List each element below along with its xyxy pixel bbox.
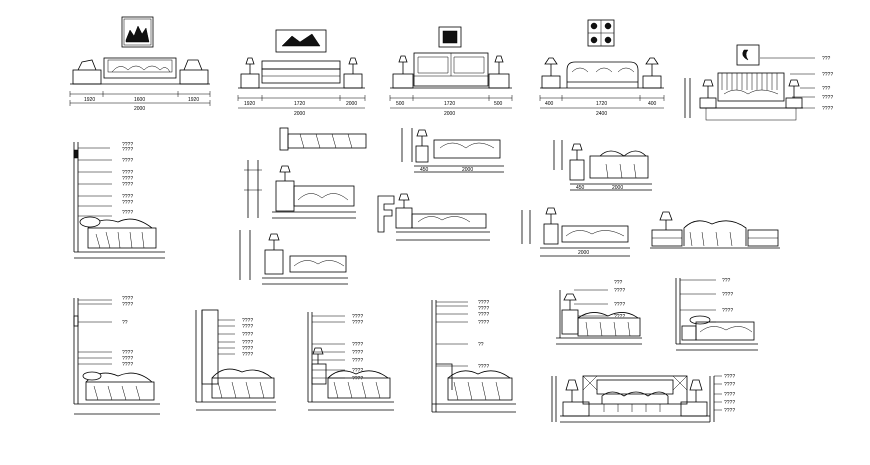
bed-front-elevation-2: 1920 1720 2000 2000: [237, 29, 366, 117]
callout-label: ????: [724, 374, 735, 380]
dim-text: 500: [494, 101, 503, 107]
callout-label: ????: [122, 147, 133, 153]
bed-side-section-a: ???? ???? ???? ???? ???? ???? ???? ???? …: [73, 142, 165, 259]
callout-label: ????: [242, 318, 253, 324]
dim-text: 2000: [444, 111, 455, 117]
bed-side-view-mid-5: 450 2000: [553, 140, 652, 191]
bed-side-view-mid-2: [239, 230, 348, 285]
bed-front-elevation-4: 400 1720 400 2400: [539, 19, 665, 117]
callout-label: ????: [122, 210, 133, 216]
callout-label: ????: [722, 292, 733, 298]
dim-text: 2000: [612, 185, 623, 191]
callout-label: ????: [352, 314, 363, 320]
callout-label: ????: [478, 364, 489, 370]
callout-label: ????: [614, 302, 625, 308]
dim-text: 500: [396, 101, 405, 107]
callout-label: ????: [352, 376, 363, 382]
dim-text: 450: [420, 167, 429, 173]
callout-label: ????: [242, 352, 253, 358]
callout-label: ????: [122, 356, 133, 362]
callout-label: ????: [352, 350, 363, 356]
callout-label: ????: [122, 142, 133, 148]
callout-label: ????: [242, 346, 253, 352]
callout-label: ???: [822, 86, 831, 92]
dim-text: 2400: [596, 111, 607, 117]
dim-text: 1920: [84, 97, 95, 103]
dim-text: 1720: [444, 101, 455, 107]
callout-label: ??: [478, 342, 484, 348]
dim-text: 2000: [134, 106, 145, 112]
callout-label: ????: [724, 392, 735, 398]
callout-label: ????: [822, 106, 833, 112]
bed-front-view-mid-7: [650, 211, 780, 249]
dim-text: 400: [545, 101, 554, 107]
callout-label: ????: [122, 350, 133, 356]
callout-label: ????: [122, 296, 133, 302]
callout-label: ????: [724, 400, 735, 406]
dim-text: 2000: [462, 167, 473, 173]
callout-label: ????: [122, 182, 133, 188]
callout-label: ????: [242, 324, 253, 330]
callout-label: ????: [122, 302, 133, 308]
callout-label: ????: [352, 320, 363, 326]
callout-label: ????: [614, 288, 625, 294]
bed-side-view-mid-4: [377, 193, 490, 241]
dim-text: 1720: [294, 101, 305, 107]
callout-label: ????: [478, 300, 489, 306]
bed-side-section-c: ???? ???? ???? ???? ???? ????: [195, 309, 276, 411]
callout-label: ????: [614, 314, 625, 320]
dim-text: 450: [576, 185, 585, 191]
dim-text: 2000: [578, 250, 589, 256]
callout-label: ???: [822, 56, 831, 62]
bed-side-section-d: ???? ???? ???? ???? ???? ???? ????: [307, 312, 394, 411]
bed-front-elevation-5: ??? ???? ??? ???? ????: [684, 44, 833, 121]
dim-text: 1600: [134, 97, 145, 103]
callout-label: ????: [352, 358, 363, 364]
callout-label: ????: [352, 342, 363, 348]
callout-label: ????: [122, 200, 133, 206]
callout-label: ????: [478, 320, 489, 326]
dim-text: 1920: [188, 97, 199, 103]
callout-label: ???: [722, 278, 731, 284]
callout-label: ???: [614, 280, 623, 286]
callout-label: ????: [478, 312, 489, 318]
dim-text: 2000: [294, 111, 305, 117]
bed-front-elevation-1: 1920 1600 1920 2000: [69, 16, 211, 112]
callout-label: ????: [724, 382, 735, 388]
bed-side-section-e: ???? ???? ???? ???? ?? ????: [431, 300, 516, 413]
bed-side-view-mid-1: [244, 127, 367, 219]
dim-text: 1920: [244, 101, 255, 107]
callout-label: ????: [822, 72, 833, 78]
callout-label: ????: [122, 158, 133, 164]
dim-text: 1720: [596, 101, 607, 107]
bed-side-section-b: ???? ???? ?? ???? ???? ????: [73, 296, 160, 415]
callout-label: ????: [352, 368, 363, 374]
callout-label: ????: [242, 332, 253, 338]
bed-side-section-g: ??? ???? ????: [675, 278, 758, 351]
dim-text: 2000: [346, 101, 357, 107]
callout-label: ????: [122, 170, 133, 176]
bed-side-view-mid-3: 450 2000: [401, 128, 504, 173]
bed-side-view-mid-6: 2000: [521, 207, 630, 257]
dim-text: 400: [648, 101, 657, 107]
callout-label: ????: [122, 176, 133, 182]
callout-label: ????: [242, 340, 253, 346]
callout-label: ????: [722, 308, 733, 314]
bed-front-elevation-3: 500 1720 500 2000: [389, 26, 513, 117]
callout-label: ????: [822, 95, 833, 101]
callout-label: ????: [122, 194, 133, 200]
bed-side-section-f: ??? ???? ???? ????: [556, 280, 642, 345]
callout-label: ??: [122, 320, 128, 326]
callout-label: ????: [478, 306, 489, 312]
callout-label: ????: [122, 362, 133, 368]
callout-label: ????: [724, 408, 735, 414]
bed-front-elevation-h: ???? ???? ???? ???? ????: [551, 374, 735, 423]
